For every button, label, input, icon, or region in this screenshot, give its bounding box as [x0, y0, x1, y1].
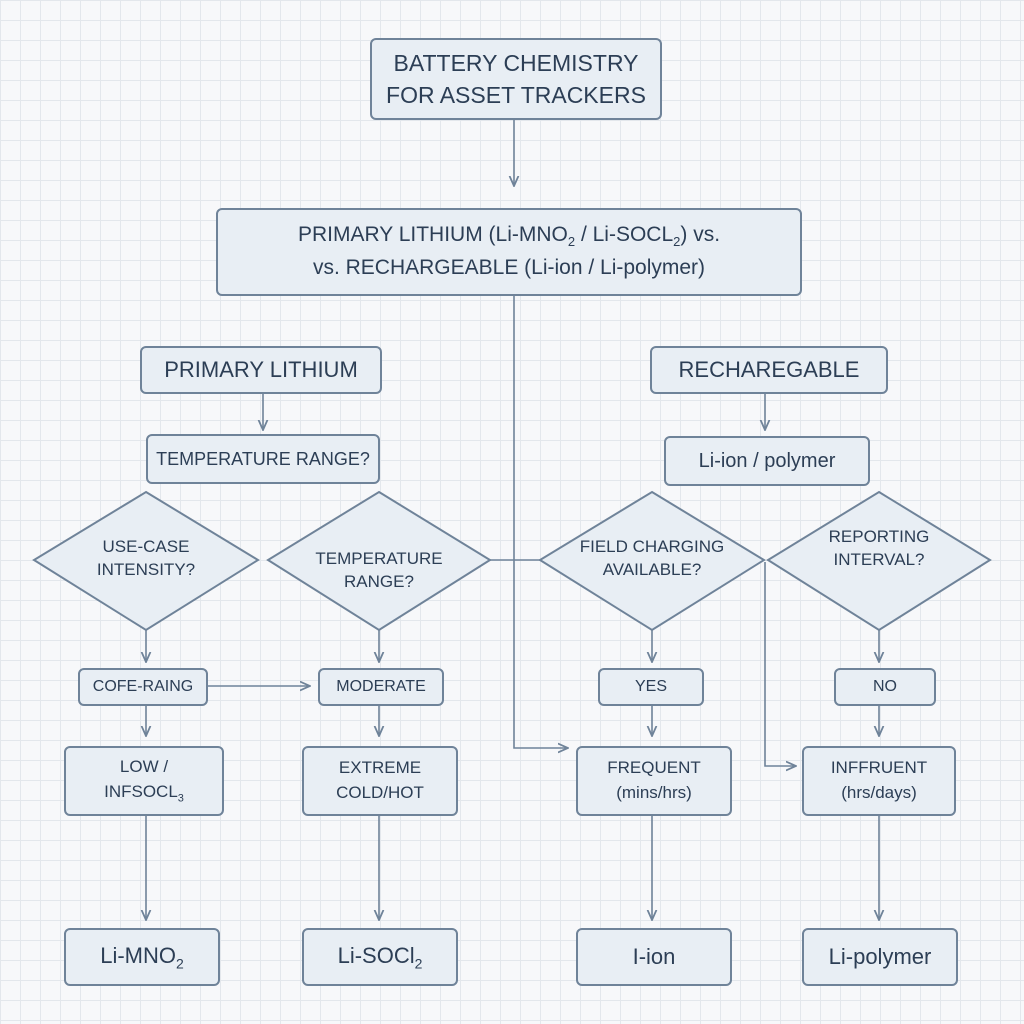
li-mno2-box: Li-MNO2: [64, 928, 220, 986]
edge-junction-to-infrequent: [764, 562, 796, 766]
comparison-box: PRIMARY LITHIUM (Li-MNO2 / Li-SOCL2) vs.…: [216, 208, 802, 296]
decision-diamond-temperature: [266, 490, 492, 632]
i-ion-box: I-ion: [576, 928, 732, 986]
moderate-box: MODERATE: [318, 668, 444, 706]
edge-comparison-trunk-to-frequent: [513, 296, 568, 748]
no-box: NO: [834, 668, 936, 706]
temperature-range-question-box: TEMPERATURE RANGE?: [146, 434, 380, 484]
decision-diamond-use-case: [32, 490, 260, 632]
decision-interval-label: REPORTING INTERVAL?: [828, 527, 930, 569]
decision-diamond-interval: [766, 490, 992, 632]
primary-lithium-box: PRIMARY LITHIUM: [140, 346, 382, 394]
rechargeable-box: RECHAREGABLE: [650, 346, 888, 394]
decision-temperature-label: TEMPERATURE RANGE?: [315, 549, 443, 591]
yes-box: YES: [598, 668, 704, 706]
frequent-box: FREQUENT (mins/hrs): [576, 746, 732, 816]
li-polymer-box: Li-polymer: [802, 928, 958, 986]
title-line-2: FOR ASSET TRACKERS: [386, 82, 646, 108]
cofe-raing-box: COFE-RAING: [78, 668, 208, 706]
comparison-line-2: vs. RECHARGEABLE (Li-ion / Li-polymer): [312, 256, 706, 280]
decision-charging-label: FIELD CHARGING AVAILABLE?: [579, 537, 725, 579]
infrequent-box: INFFRUENT (hrs/days): [802, 746, 956, 816]
li-socl2-box: Li-SOCl2: [302, 928, 458, 986]
li-ion-polymer-box: Li-ion / polymer: [664, 436, 870, 486]
title-box: BATTERY CHEMISTRY FOR ASSET TRACKERS: [370, 38, 662, 120]
low-infsocl-box: LOW / INFSOCL3: [64, 746, 224, 816]
decision-use-case-label: USE-CASE INTENSITY?: [96, 537, 196, 579]
title-line-1: BATTERY CHEMISTRY: [393, 49, 639, 76]
extreme-cold-hot-box: EXTREME COLD/HOT: [302, 746, 458, 816]
decision-diamond-charging: [538, 490, 766, 632]
comparison-line-1: PRIMARY LITHIUM (Li-MNO2 / Li-SOCL2) vs.: [297, 223, 721, 250]
